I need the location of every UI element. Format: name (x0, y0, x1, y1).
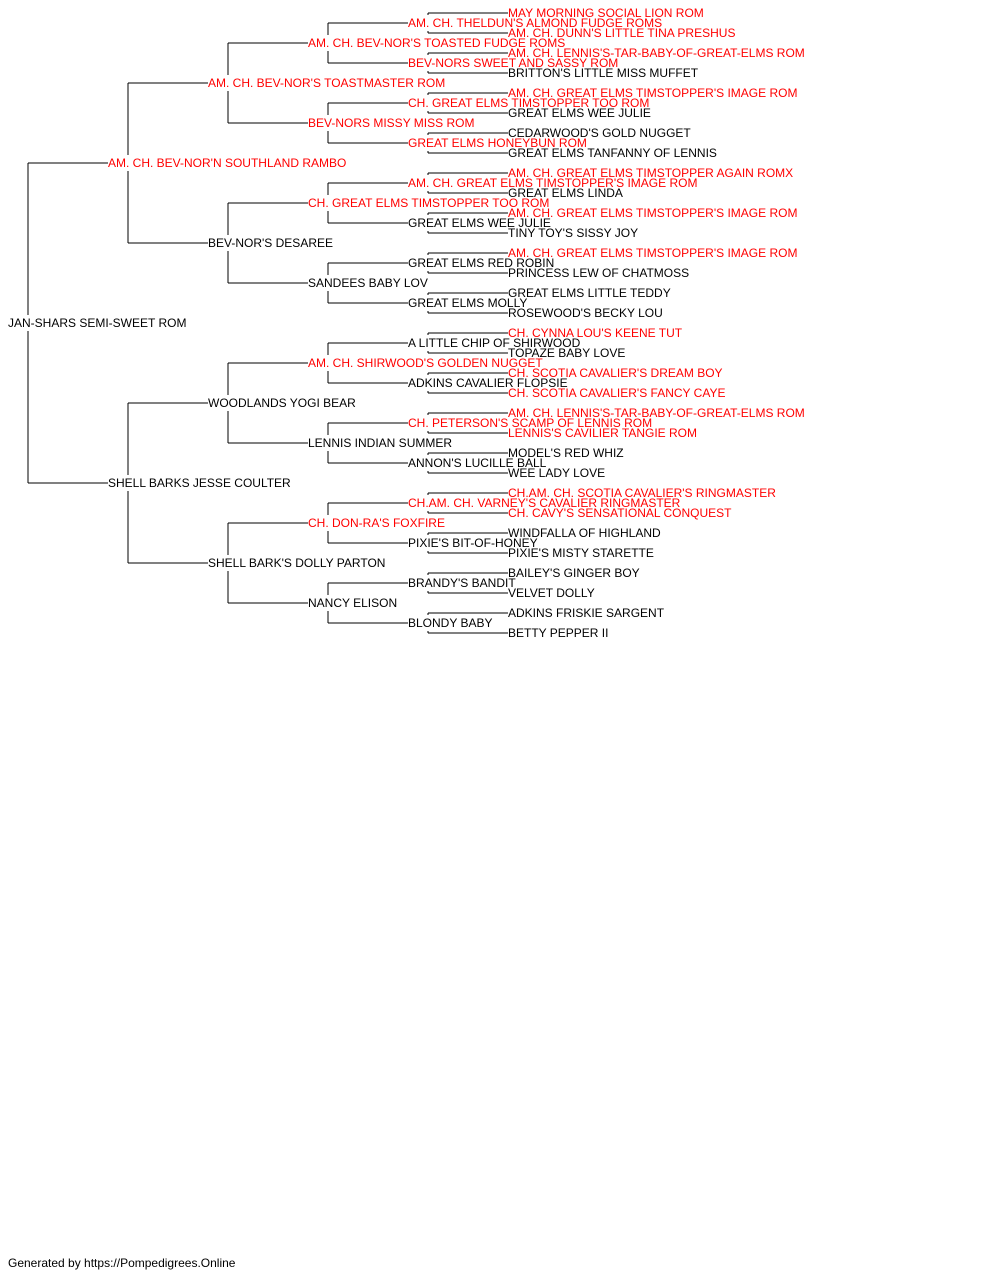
ancestor-name: AM. CH. GREAT ELMS TIMSTOPPER'S IMAGE RO… (508, 86, 797, 100)
ancestor-name: AM. CH. BEV-NOR'N SOUTHLAND RAMBO (108, 156, 346, 170)
ancestor-name: GREAT ELMS TANFANNY OF LENNIS (508, 146, 717, 160)
ancestor-name: CH. GREAT ELMS TIMSTOPPER TOO ROM (308, 196, 549, 210)
ancestor-name: AM. CH. DUNN'S LITTLE TINA PRESHUS (508, 26, 735, 40)
ancestor-name: CH. GREAT ELMS TIMSTOPPER TOO ROM (408, 96, 649, 110)
ancestor-name: AM. CH. THELDUN'S ALMOND FUDGE ROMS (408, 16, 662, 30)
ancestor-name: WINDFALLA OF HIGHLAND (508, 526, 661, 540)
ancestor-name: AM. CH. GREAT ELMS TIMSTOPPER'S IMAGE RO… (508, 246, 797, 260)
ancestor-name: AM. CH. SHIRWOOD'S GOLDEN NUGGET (308, 356, 543, 370)
ancestor-name: CH. DON-RA'S FOXFIRE (308, 516, 445, 530)
ancestor-name: SANDEES BABY LOV (308, 276, 428, 290)
ancestor-name: ANNON'S LUCILLE BALL (408, 456, 547, 470)
pedigree-tree: JAN-SHARS SEMI-SWEET ROM AM. CH. BEV-NOR'… (8, 6, 805, 640)
ancestor-name: BLONDY BABY (408, 616, 492, 630)
ancestor-name: AM. CH. GREAT ELMS TIMSTOPPER'S IMAGE RO… (408, 176, 697, 190)
ancestor-name: VELVET DOLLY (508, 586, 595, 600)
ancestor-name: CH. SCOTIA CAVALIER'S DREAM BOY (508, 366, 723, 380)
footer-credit: Generated by https://Pompedigrees.Online (8, 1256, 236, 1270)
ancestor-name: SHELL BARK'S DOLLY PARTON (208, 556, 385, 570)
ancestor-name: GREAT ELMS LITTLE TEDDY (508, 286, 671, 300)
ancestor-name: AM. CH. BEV-NOR'S TOASTMASTER ROM (208, 76, 445, 90)
ancestor-name: CH. CAVY'S SENSATIONAL CONQUEST (508, 506, 732, 520)
ancestor-name: TINY TOY'S SISSY JOY (508, 226, 638, 240)
ancestor-name: AM. CH. GREAT ELMS TIMSTOPPER'S IMAGE RO… (508, 206, 797, 220)
ancestor-name: GREAT ELMS WEE JULIE (408, 216, 551, 230)
ancestor-name: CH. SCOTIA CAVALIER'S FANCY CAYE (508, 386, 725, 400)
ancestor-name: ADKINS CAVALIER FLOPSIE (408, 376, 568, 390)
ancestor-name: CEDARWOOD'S GOLD NUGGET (508, 126, 691, 140)
ancestor-name: GREAT ELMS MOLLY (408, 296, 527, 310)
ancestor-name: CH. CYNNA LOU'S KEENE TUT (508, 326, 683, 340)
ancestor-name: BRANDY'S BANDIT (408, 576, 516, 590)
ancestor-name: JAN-SHARS SEMI-SWEET ROM (8, 316, 186, 330)
ancestor-name: AM. CH. LENNIS'S-TAR-BABY-OF-GREAT-ELMS … (508, 406, 805, 420)
ancestor-name: MODEL'S RED WHIZ (508, 446, 624, 460)
ancestor-name: BAILEY'S GINGER BOY (508, 566, 640, 580)
ancestor-name: GREAT ELMS RED ROBIN (408, 256, 554, 270)
ancestor-name: GREAT ELMS WEE JULIE (508, 106, 651, 120)
ancestor-name: GREAT ELMS HONEYBUN ROM (408, 136, 587, 150)
ancestor-name: CH.AM. CH. VARNEY'S CAVALIER RINGMASTER (408, 496, 681, 510)
ancestor-name: AM. CH. LENNIS'S-TAR-BABY-OF-GREAT-ELMS … (508, 46, 805, 60)
ancestor-name: SHELL BARKS JESSE COULTER (108, 476, 291, 490)
ancestor-name: NANCY ELISON (308, 596, 397, 610)
ancestor-name: LENNIS'S CAVILIER TANGIE ROM (508, 426, 697, 440)
ancestor-name: BEV-NOR'S DESAREE (208, 236, 333, 250)
ancestor-name: MAY MORNING SOCIAL LION ROM (508, 6, 704, 20)
ancestor-name: WOODLANDS YOGI BEAR (208, 396, 356, 410)
ancestor-name: GREAT ELMS LINDA (508, 186, 623, 200)
ancestor-name: BRITTON'S LITTLE MISS MUFFET (508, 66, 699, 80)
ancestor-name: ROSEWOOD'S BECKY LOU (508, 306, 663, 320)
ancestor-name: LENNIS INDIAN SUMMER (308, 436, 452, 450)
ancestor-name: A LITTLE CHIP OF SHIRWOOD (408, 336, 581, 350)
ancestor-name: CH.AM. CH. SCOTIA CAVALIER'S RINGMASTER (508, 486, 776, 500)
ancestor-name: AM. CH. GREAT ELMS TIMSTOPPER AGAIN ROMX (508, 166, 793, 180)
ancestor-name: PRINCESS LEW OF CHATMOSS (508, 266, 689, 280)
ancestor-name: WEE LADY LOVE (508, 466, 605, 480)
ancestor-name: BEV-NORS SWEET AND SASSY ROM (408, 56, 618, 70)
ancestor-name: TOPAZE BABY LOVE (508, 346, 625, 360)
ancestor-name: AM. CH. BEV-NOR'S TOASTED FUDGE ROMS (308, 36, 565, 50)
ancestor-name: BEV-NORS MISSY MISS ROM (308, 116, 474, 130)
ancestor-name: PIXIE'S MISTY STARETTE (508, 546, 654, 560)
ancestor-name: PIXIE'S BIT-OF-HONEY (408, 536, 538, 550)
ancestor-name: ADKINS FRISKIE SARGENT (508, 606, 665, 620)
ancestor-name: BETTY PEPPER II (508, 626, 608, 640)
ancestor-name: CH. PETERSON'S SCAMP OF LENNIS ROM (408, 416, 652, 430)
